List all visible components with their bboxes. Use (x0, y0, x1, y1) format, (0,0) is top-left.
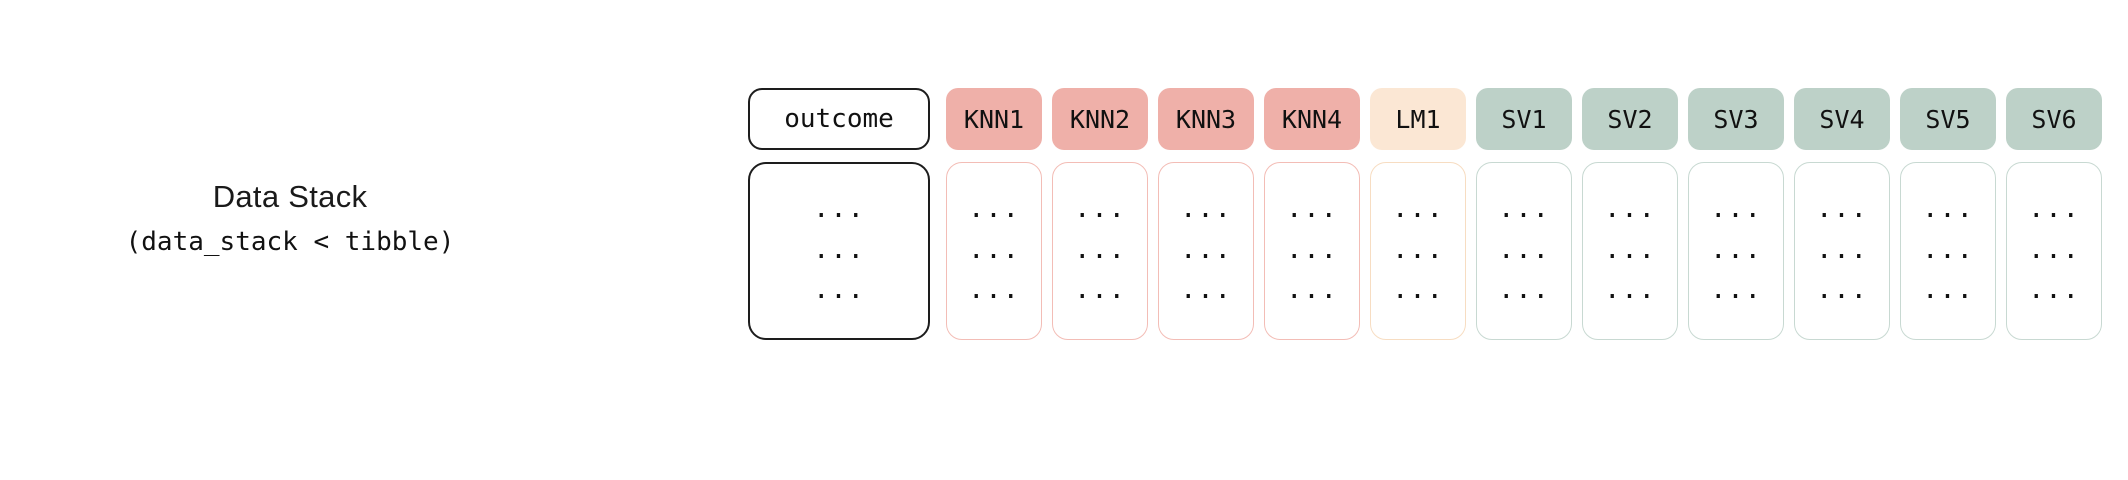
table-column-sv3: SV3......... (1688, 88, 1784, 340)
cell-placeholder: ... (813, 233, 865, 265)
cell-placeholder: ... (1922, 233, 1974, 265)
cell-placeholder: ... (1074, 233, 1126, 265)
column-body-sv3: ......... (1688, 162, 1784, 340)
cell-placeholder: ... (1604, 274, 1656, 306)
column-header-sv6[interactable]: SV6 (2006, 88, 2102, 150)
column-header-sv4[interactable]: SV4 (1794, 88, 1890, 150)
cell-placeholder: ... (1286, 274, 1338, 306)
cell-placeholder: ... (1074, 274, 1126, 306)
cell-placeholder: ... (1604, 233, 1656, 265)
cell-placeholder: ... (1816, 274, 1868, 306)
column-header-knn3[interactable]: KNN3 (1158, 88, 1254, 150)
cell-placeholder: ... (2028, 274, 2080, 306)
column-body-knn4: ......... (1264, 162, 1360, 340)
column-body-lm1: ......... (1370, 162, 1466, 340)
cell-placeholder: ... (1710, 192, 1762, 224)
cell-placeholder: ... (2028, 192, 2080, 224)
cell-placeholder: ... (1392, 233, 1444, 265)
column-body-sv2: ......... (1582, 162, 1678, 340)
cell-placeholder: ... (1392, 274, 1444, 306)
column-body-knn3: ......... (1158, 162, 1254, 340)
table-column-sv4: SV4......... (1794, 88, 1890, 340)
column-header-knn4[interactable]: KNN4 (1264, 88, 1360, 150)
table-column-lm1: LM1......... (1370, 88, 1466, 340)
table-column-sv1: SV1......... (1476, 88, 1572, 340)
cell-placeholder: ... (1498, 233, 1550, 265)
column-body-sv4: ......... (1794, 162, 1890, 340)
table-column-knn3: KNN3......... (1158, 88, 1254, 340)
column-body-knn2: ......... (1052, 162, 1148, 340)
data-stack-table: outcome.........KNN1.........KNN2.......… (748, 88, 2102, 340)
cell-placeholder: ... (1392, 192, 1444, 224)
cell-placeholder: ... (1604, 192, 1656, 224)
table-column-sv2: SV2......... (1582, 88, 1678, 340)
column-header-sv2[interactable]: SV2 (1582, 88, 1678, 150)
cell-placeholder: ... (1922, 274, 1974, 306)
cell-placeholder: ... (1710, 274, 1762, 306)
cell-placeholder: ... (968, 233, 1020, 265)
column-body-knn1: ......... (946, 162, 1042, 340)
table-column-knn2: KNN2......... (1052, 88, 1148, 340)
cell-placeholder: ... (813, 193, 865, 225)
column-header-outcome[interactable]: outcome (748, 88, 930, 150)
cell-placeholder: ... (1286, 233, 1338, 265)
column-header-sv3[interactable]: SV3 (1688, 88, 1784, 150)
column-body-sv6: ......... (2006, 162, 2102, 340)
cell-placeholder: ... (1498, 192, 1550, 224)
column-header-lm1[interactable]: LM1 (1370, 88, 1466, 150)
cell-placeholder: ... (813, 273, 865, 305)
table-column-sv6: SV6......... (2006, 88, 2102, 340)
cell-placeholder: ... (1710, 233, 1762, 265)
column-body-sv5: ......... (1900, 162, 1996, 340)
cell-placeholder: ... (1180, 233, 1232, 265)
table-column-sv5: SV5......... (1900, 88, 1996, 340)
cell-placeholder: ... (1074, 192, 1126, 224)
cell-placeholder: ... (968, 192, 1020, 224)
cell-placeholder: ... (1816, 233, 1868, 265)
cell-placeholder: ... (1180, 274, 1232, 306)
data-stack-title: Data Stack (212, 179, 368, 214)
table-column-outcome: outcome......... (748, 88, 930, 340)
table-column-knn1: KNN1......... (946, 88, 1042, 340)
cell-placeholder: ... (968, 274, 1020, 306)
data-stack-caption: Data Stack (data_stack < tibble) (60, 178, 520, 257)
column-header-sv1[interactable]: SV1 (1476, 88, 1572, 150)
cell-placeholder: ... (1180, 192, 1232, 224)
cell-placeholder: ... (1816, 192, 1868, 224)
column-body-outcome: ......... (748, 162, 930, 340)
column-header-knn1[interactable]: KNN1 (946, 88, 1042, 150)
cell-placeholder: ... (1286, 192, 1338, 224)
data-stack-subtitle: (data_stack < tibble) (125, 226, 455, 257)
cell-placeholder: ... (1498, 274, 1550, 306)
column-header-sv5[interactable]: SV5 (1900, 88, 1996, 150)
cell-placeholder: ... (2028, 233, 2080, 265)
column-header-knn2[interactable]: KNN2 (1052, 88, 1148, 150)
table-column-knn4: KNN4......... (1264, 88, 1360, 340)
cell-placeholder: ... (1922, 192, 1974, 224)
column-body-sv1: ......... (1476, 162, 1572, 340)
